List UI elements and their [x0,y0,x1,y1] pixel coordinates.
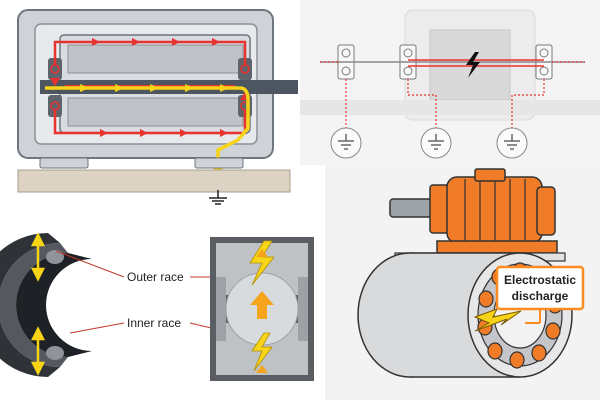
electric-motor [389,168,558,254]
bearing-outer-ring [0,233,60,377]
bearing-inner-ring [16,253,92,357]
ground-symbol-icon [420,127,452,159]
inner-race-label: Inner race [127,316,181,330]
bearing-cross-section: Outer race Inner race [0,205,325,400]
grounding-schematic [300,0,600,165]
base-plate [17,169,291,193]
bearing-left-top [48,58,62,80]
ground-symbol-icon [496,127,528,159]
circulating-current-bottom [53,110,247,135]
arrow-up-icon [250,291,274,319]
outer-race-label: Outer race [127,270,184,284]
motor-discharge-illustration: Electrostatic discharge [325,165,600,400]
lightning-bolt-icon [466,52,480,78]
bearing-left-bottom [48,95,62,117]
ground-symbol-icon [330,127,362,159]
shaft-current-diagram [0,0,300,205]
callout-line-2: discharge [512,289,569,303]
spark-icon [473,308,522,332]
circulating-current-top [53,40,247,66]
ground-symbol-icon [209,190,227,205]
spark-icon [249,240,275,286]
bearing-right-top [238,58,252,80]
shaft-current-path [45,86,250,185]
spark-icon [251,332,273,372]
callout-line-1: Electrostatic [504,273,576,287]
